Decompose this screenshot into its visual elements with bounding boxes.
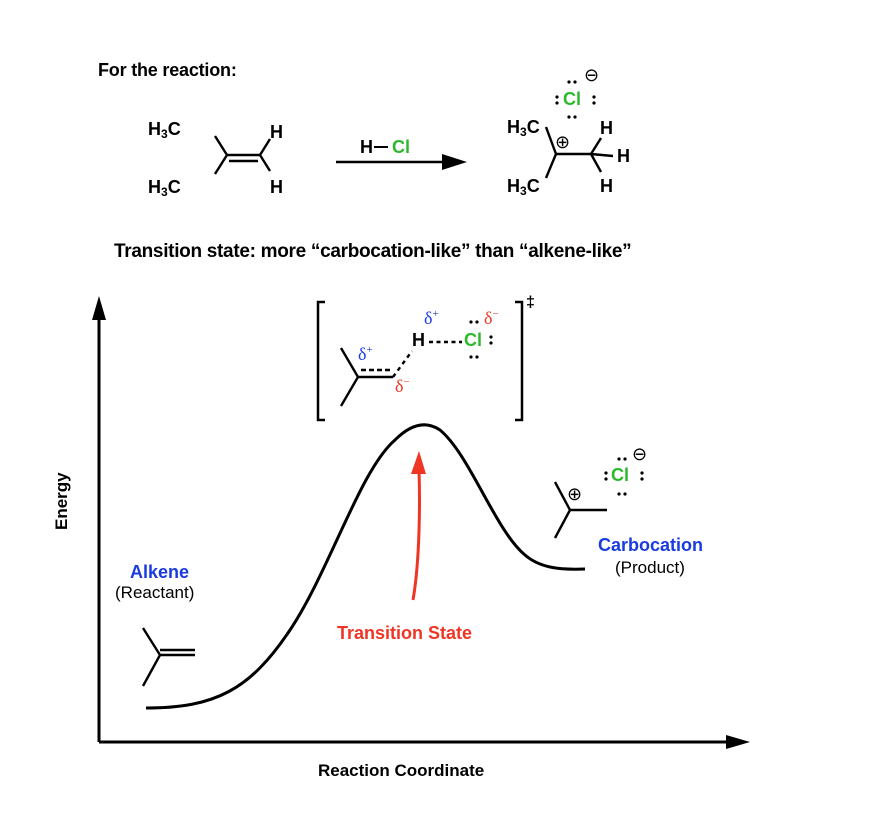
ts-delta-minus-cl: δ− bbox=[484, 308, 499, 328]
y-axis-arrow-icon bbox=[92, 296, 106, 320]
ts-delta-plus-carbon: δ+ bbox=[358, 344, 373, 364]
carbocation-structure bbox=[553, 481, 607, 539]
reactant-h-top: H bbox=[270, 122, 283, 142]
product-name-label: Carbocation bbox=[598, 535, 704, 555]
x-axis-arrow-icon bbox=[726, 735, 750, 749]
ts-hydrogen: H bbox=[412, 330, 425, 350]
reactant-h-bottom: H bbox=[270, 177, 283, 197]
reaction-arrow bbox=[336, 154, 467, 170]
product-h1: H bbox=[600, 118, 613, 138]
reactant-structure bbox=[213, 135, 272, 175]
reactant-methyl-top: H3C bbox=[148, 119, 181, 141]
product-role-label: (Product) bbox=[615, 558, 685, 577]
ts-structure bbox=[339, 340, 462, 407]
ts-chlorine: Cl bbox=[464, 330, 482, 350]
product-methyl-bottom: H3C bbox=[507, 176, 540, 198]
y-axis-label: Energy bbox=[52, 472, 71, 530]
product-methyl-top: H3C bbox=[507, 117, 540, 139]
double-dagger-icon: ‡ bbox=[526, 294, 535, 311]
ts-brackets bbox=[316, 300, 524, 422]
reagent-bond bbox=[374, 146, 388, 149]
product-structure bbox=[544, 126, 614, 179]
reactant-name-label: Alkene bbox=[130, 562, 190, 582]
x-axis-label: Reaction Coordinate bbox=[318, 761, 485, 780]
positive-charge-icon: ⊕ bbox=[555, 132, 571, 152]
negative-charge-icon: ⊖ bbox=[584, 65, 600, 85]
carbocation-negative-charge-icon: ⊖ bbox=[632, 444, 648, 464]
carbocation-positive-charge-icon: ⊕ bbox=[567, 484, 583, 504]
product-h3: H bbox=[600, 176, 613, 196]
subtitle-heading: Transition state: more “carbocation-like… bbox=[114, 241, 632, 262]
lone-pairs bbox=[469, 80, 644, 496]
carbocation-counterion-cl: Cl bbox=[611, 465, 629, 485]
alkene-structure bbox=[141, 627, 195, 687]
ts-delta-plus-h: δ+ bbox=[424, 308, 439, 328]
intro-heading: For the reaction: bbox=[98, 60, 237, 80]
transition-state-label: Transition State bbox=[337, 623, 473, 643]
energy-curve bbox=[145, 423, 586, 710]
reagent-h: H bbox=[360, 137, 373, 157]
product-counterion-cl: Cl bbox=[563, 89, 581, 109]
product-h2: H bbox=[617, 146, 630, 166]
ts-delta-minus-carbon: δ− bbox=[395, 376, 410, 396]
reagent-cl: Cl bbox=[392, 137, 410, 157]
transition-arrow bbox=[411, 451, 426, 601]
chart-axes bbox=[92, 296, 750, 749]
reactant-methyl-bottom: H3C bbox=[148, 177, 181, 199]
reactant-role-label: (Reactant) bbox=[115, 583, 195, 602]
